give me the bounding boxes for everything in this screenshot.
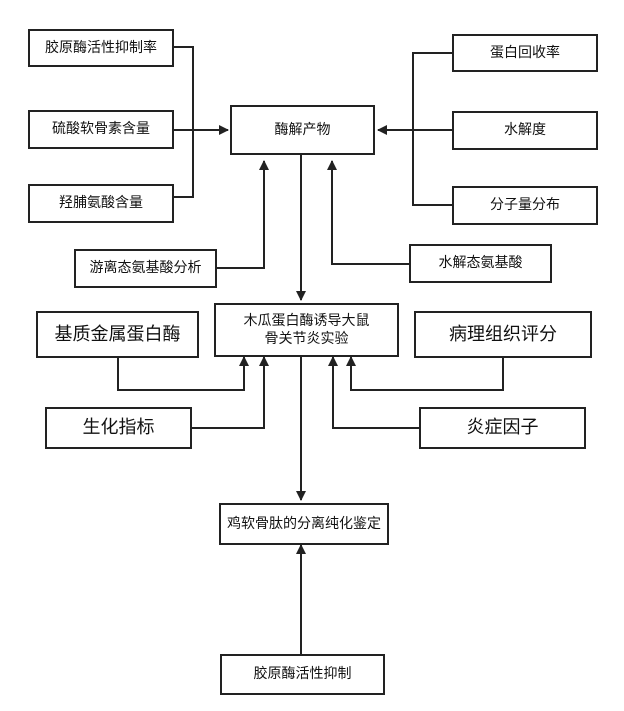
node-molecular-weight: 分子量分布 bbox=[452, 186, 598, 225]
node-papain-oa-experiment: 木瓜蛋白酶诱导大鼠 骨关节炎实验 bbox=[214, 303, 399, 357]
experiment-line-1: 木瓜蛋白酶诱导大鼠 bbox=[243, 312, 370, 329]
experiment-line-2: 骨关节炎实验 bbox=[264, 331, 349, 347]
node-peptide-purification: 鸡软骨肽的分离纯化鉴定 bbox=[219, 503, 389, 545]
node-mmp: 基质金属蛋白酶 bbox=[36, 311, 199, 358]
node-biochemical-index: 生化指标 bbox=[45, 407, 192, 449]
node-collagenase-inhibition-rate: 胶原酶活性抑制率 bbox=[28, 29, 174, 67]
connector-mmp bbox=[117, 356, 249, 391]
node-hydrolyzed-amino-acid: 水解态氨基酸 bbox=[409, 244, 552, 283]
connector-inflammatory bbox=[328, 356, 419, 429]
connector-free-amino bbox=[217, 160, 269, 269]
node-protein-recovery: 蛋白回收率 bbox=[452, 34, 598, 72]
connector-hydrolyzed-amino bbox=[327, 160, 409, 265]
connector-biochem bbox=[192, 356, 269, 429]
node-pathology-score: 病理组织评分 bbox=[414, 311, 592, 358]
node-inflammatory-factor: 炎症因子 bbox=[419, 407, 586, 449]
connector-pathology bbox=[346, 356, 504, 391]
node-hydroxyproline: 羟脯氨酸含量 bbox=[28, 184, 174, 223]
node-chondroitin-sulfate: 硫酸软骨素含量 bbox=[28, 110, 174, 149]
node-hydrolysis-degree: 水解度 bbox=[452, 111, 598, 150]
node-free-amino-acid: 游离态氨基酸分析 bbox=[74, 249, 217, 288]
node-hydrolysate: 酶解产物 bbox=[230, 105, 375, 155]
node-collagenase-inhibition: 胶原酶活性抑制 bbox=[220, 654, 385, 695]
connector-collagenase-rate bbox=[174, 46, 194, 198]
